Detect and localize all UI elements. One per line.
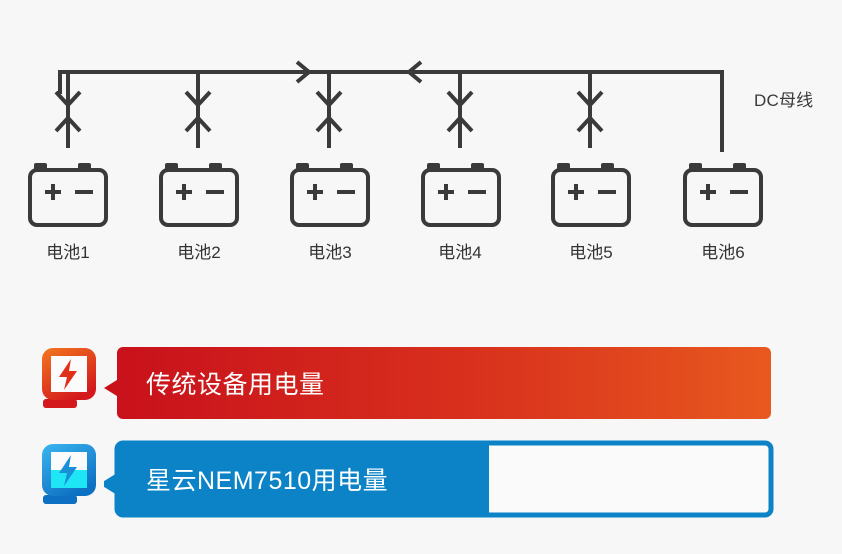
bus-flow-arrow-left <box>405 60 423 84</box>
dc-bus-label: DC母线 <box>754 91 814 110</box>
energy-consumption-comparison: 传统设备用电量 <box>0 300 842 554</box>
battery-branch-1 <box>54 72 82 148</box>
battery-branch-2 <box>184 72 212 148</box>
battery-branch-5 <box>576 72 604 148</box>
nem7510-bar-fill <box>104 443 489 515</box>
power-meter-icon-red <box>42 348 96 408</box>
battery-label-5: 电池5 <box>569 243 613 262</box>
power-meter-icon-blue <box>42 444 96 504</box>
battery-icon-4 <box>421 163 501 227</box>
dc-bus-battery-diagram: DC母线 电池1 电池2 电池3 电池4 电池5 电池6 <box>28 60 814 262</box>
comparison-row-nem7510: 星云NEM7510用电量 <box>0 434 842 524</box>
traditional-consumption-label: 传统设备用电量 <box>146 371 325 399</box>
circuit-schematic-svg <box>28 60 763 227</box>
battery-icon-6 <box>683 163 763 227</box>
battery-label-3: 电池3 <box>308 243 352 262</box>
bus-flow-arrow-right <box>295 60 313 84</box>
battery-icon-2 <box>159 163 239 227</box>
battery-branch-4 <box>446 72 474 148</box>
battery-branch-3 <box>315 72 343 148</box>
battery-icon-1 <box>28 163 108 227</box>
battery-label-4: 电池4 <box>438 243 482 262</box>
battery-icon-5 <box>551 163 631 227</box>
battery-label-2: 电池2 <box>177 243 221 262</box>
nem7510-consumption-bar[interactable] <box>104 434 774 524</box>
nem7510-consumption-label: 星云NEM7510用电量 <box>146 467 389 495</box>
battery-label-1: 电池1 <box>46 243 90 262</box>
battery-label-6: 电池6 <box>701 243 745 262</box>
battery-icon-3 <box>290 163 370 227</box>
traditional-consumption-bar[interactable] <box>104 338 774 428</box>
comparison-row-traditional: 传统设备用电量 <box>0 338 842 428</box>
